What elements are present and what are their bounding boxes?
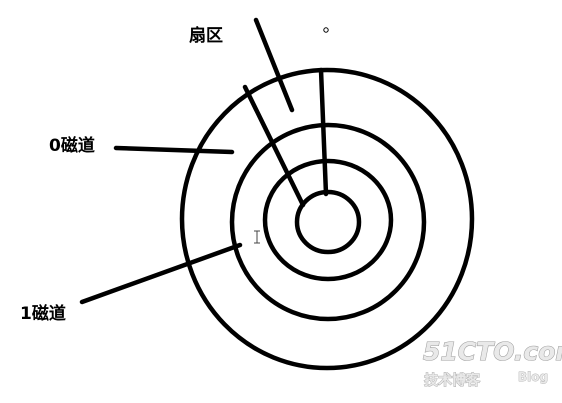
small-dot bbox=[323, 27, 329, 33]
track1-pointer-line bbox=[79, 242, 243, 305]
middle-circle bbox=[229, 122, 427, 322]
watermark-blog-text: Blog bbox=[518, 370, 548, 384]
text-cursor-icon bbox=[254, 230, 260, 244]
track0-pointer-line bbox=[113, 145, 235, 155]
track0-label: 0磁道 bbox=[49, 135, 95, 156]
watermark-logo: 51CTO.com 技术博客 Blog bbox=[422, 336, 562, 389]
center-circle bbox=[294, 189, 362, 255]
sector-boundary-left bbox=[242, 84, 306, 208]
inner-circle bbox=[262, 158, 394, 282]
sector-boundary-right bbox=[318, 67, 329, 197]
sector-pointer-line bbox=[253, 17, 295, 113]
outer-circle bbox=[179, 67, 475, 371]
sector-label: 扇区 bbox=[189, 25, 223, 46]
watermark-sub-text: 技术博客 bbox=[424, 372, 481, 389]
watermark-main-text: 51CTO.com bbox=[423, 337, 562, 366]
track1-label: 1磁道 bbox=[20, 303, 66, 324]
